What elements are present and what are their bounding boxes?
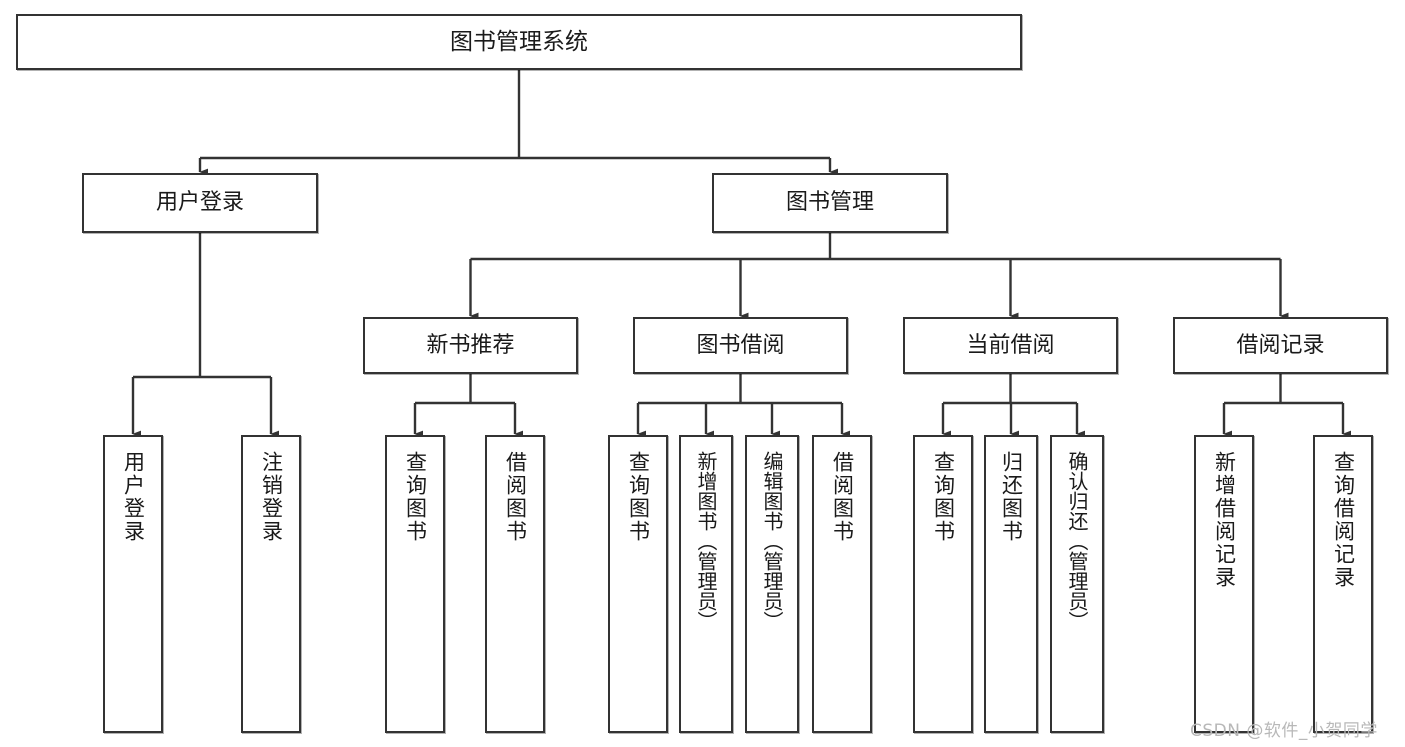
node-leaf-nb-borrow[interactable]: 借阅图书 (485, 435, 545, 733)
node-label-login: 用户登录 (155, 190, 244, 216)
node-records[interactable]: 借阅记录 (1173, 317, 1388, 374)
node-login[interactable]: 用户登录 (82, 173, 318, 233)
node-label-leaf-nb-query: 查询图书 (403, 451, 428, 543)
node-label-current: 当前借阅 (966, 332, 1055, 358)
node-leaf-logout[interactable]: 注销登录 (241, 435, 301, 733)
node-label-root: 图书管理系统 (450, 28, 588, 55)
node-leaf-bw-edit[interactable]: 编辑图书（管理员） (745, 435, 799, 733)
csdn-watermark: CSDN @软件_小贺同学 (1190, 721, 1378, 741)
node-leaf-cur-query[interactable]: 查询图书 (913, 435, 973, 733)
node-label-borrow: 图书借阅 (696, 332, 785, 358)
node-leaf-bw-add[interactable]: 新增图书（管理员） (679, 435, 733, 733)
node-leaf-bw-query[interactable]: 查询图书 (608, 435, 668, 733)
node-label-leaf-userlogin: 用户登录 (121, 451, 146, 543)
node-bookmgmt[interactable]: 图书管理 (712, 173, 948, 233)
node-label-leaf-rec-add: 新增借阅记录 (1212, 451, 1237, 589)
node-newbook[interactable]: 新书推荐 (363, 317, 578, 374)
node-label-leaf-bw-edit: 编辑图书（管理员） (760, 451, 784, 631)
node-label-leaf-cur-query: 查询图书 (931, 451, 956, 543)
node-label-leaf-cur-confirm: 确认归还（管理员） (1065, 451, 1089, 631)
node-leaf-cur-return[interactable]: 归还图书 (984, 435, 1038, 733)
node-label-leaf-cur-return: 归还图书 (999, 451, 1024, 543)
node-leaf-userlogin[interactable]: 用户登录 (103, 435, 163, 733)
node-leaf-cur-confirm[interactable]: 确认归还（管理员） (1050, 435, 1104, 733)
node-label-leaf-bw-borrow: 借阅图书 (830, 451, 855, 543)
node-leaf-rec-query[interactable]: 查询借阅记录 (1313, 435, 1373, 733)
node-label-records: 借阅记录 (1236, 332, 1325, 358)
edge-group (131, 70, 1352, 438)
node-label-leaf-nb-borrow: 借阅图书 (503, 451, 528, 543)
node-label-bookmgmt: 图书管理 (785, 190, 874, 216)
node-leaf-nb-query[interactable]: 查询图书 (385, 435, 445, 733)
node-label-newbook: 新书推荐 (426, 332, 515, 358)
node-label-leaf-bw-add: 新增图书（管理员） (694, 451, 718, 631)
node-leaf-rec-add[interactable]: 新增借阅记录 (1194, 435, 1254, 733)
node-label-leaf-logout: 注销登录 (259, 451, 284, 543)
node-current[interactable]: 当前借阅 (903, 317, 1118, 374)
node-label-leaf-bw-query: 查询图书 (626, 451, 651, 543)
node-leaf-bw-borrow[interactable]: 借阅图书 (812, 435, 872, 733)
node-root[interactable]: 图书管理系统 (16, 14, 1022, 70)
node-borrow[interactable]: 图书借阅 (633, 317, 848, 374)
node-label-leaf-rec-query: 查询借阅记录 (1331, 451, 1356, 589)
